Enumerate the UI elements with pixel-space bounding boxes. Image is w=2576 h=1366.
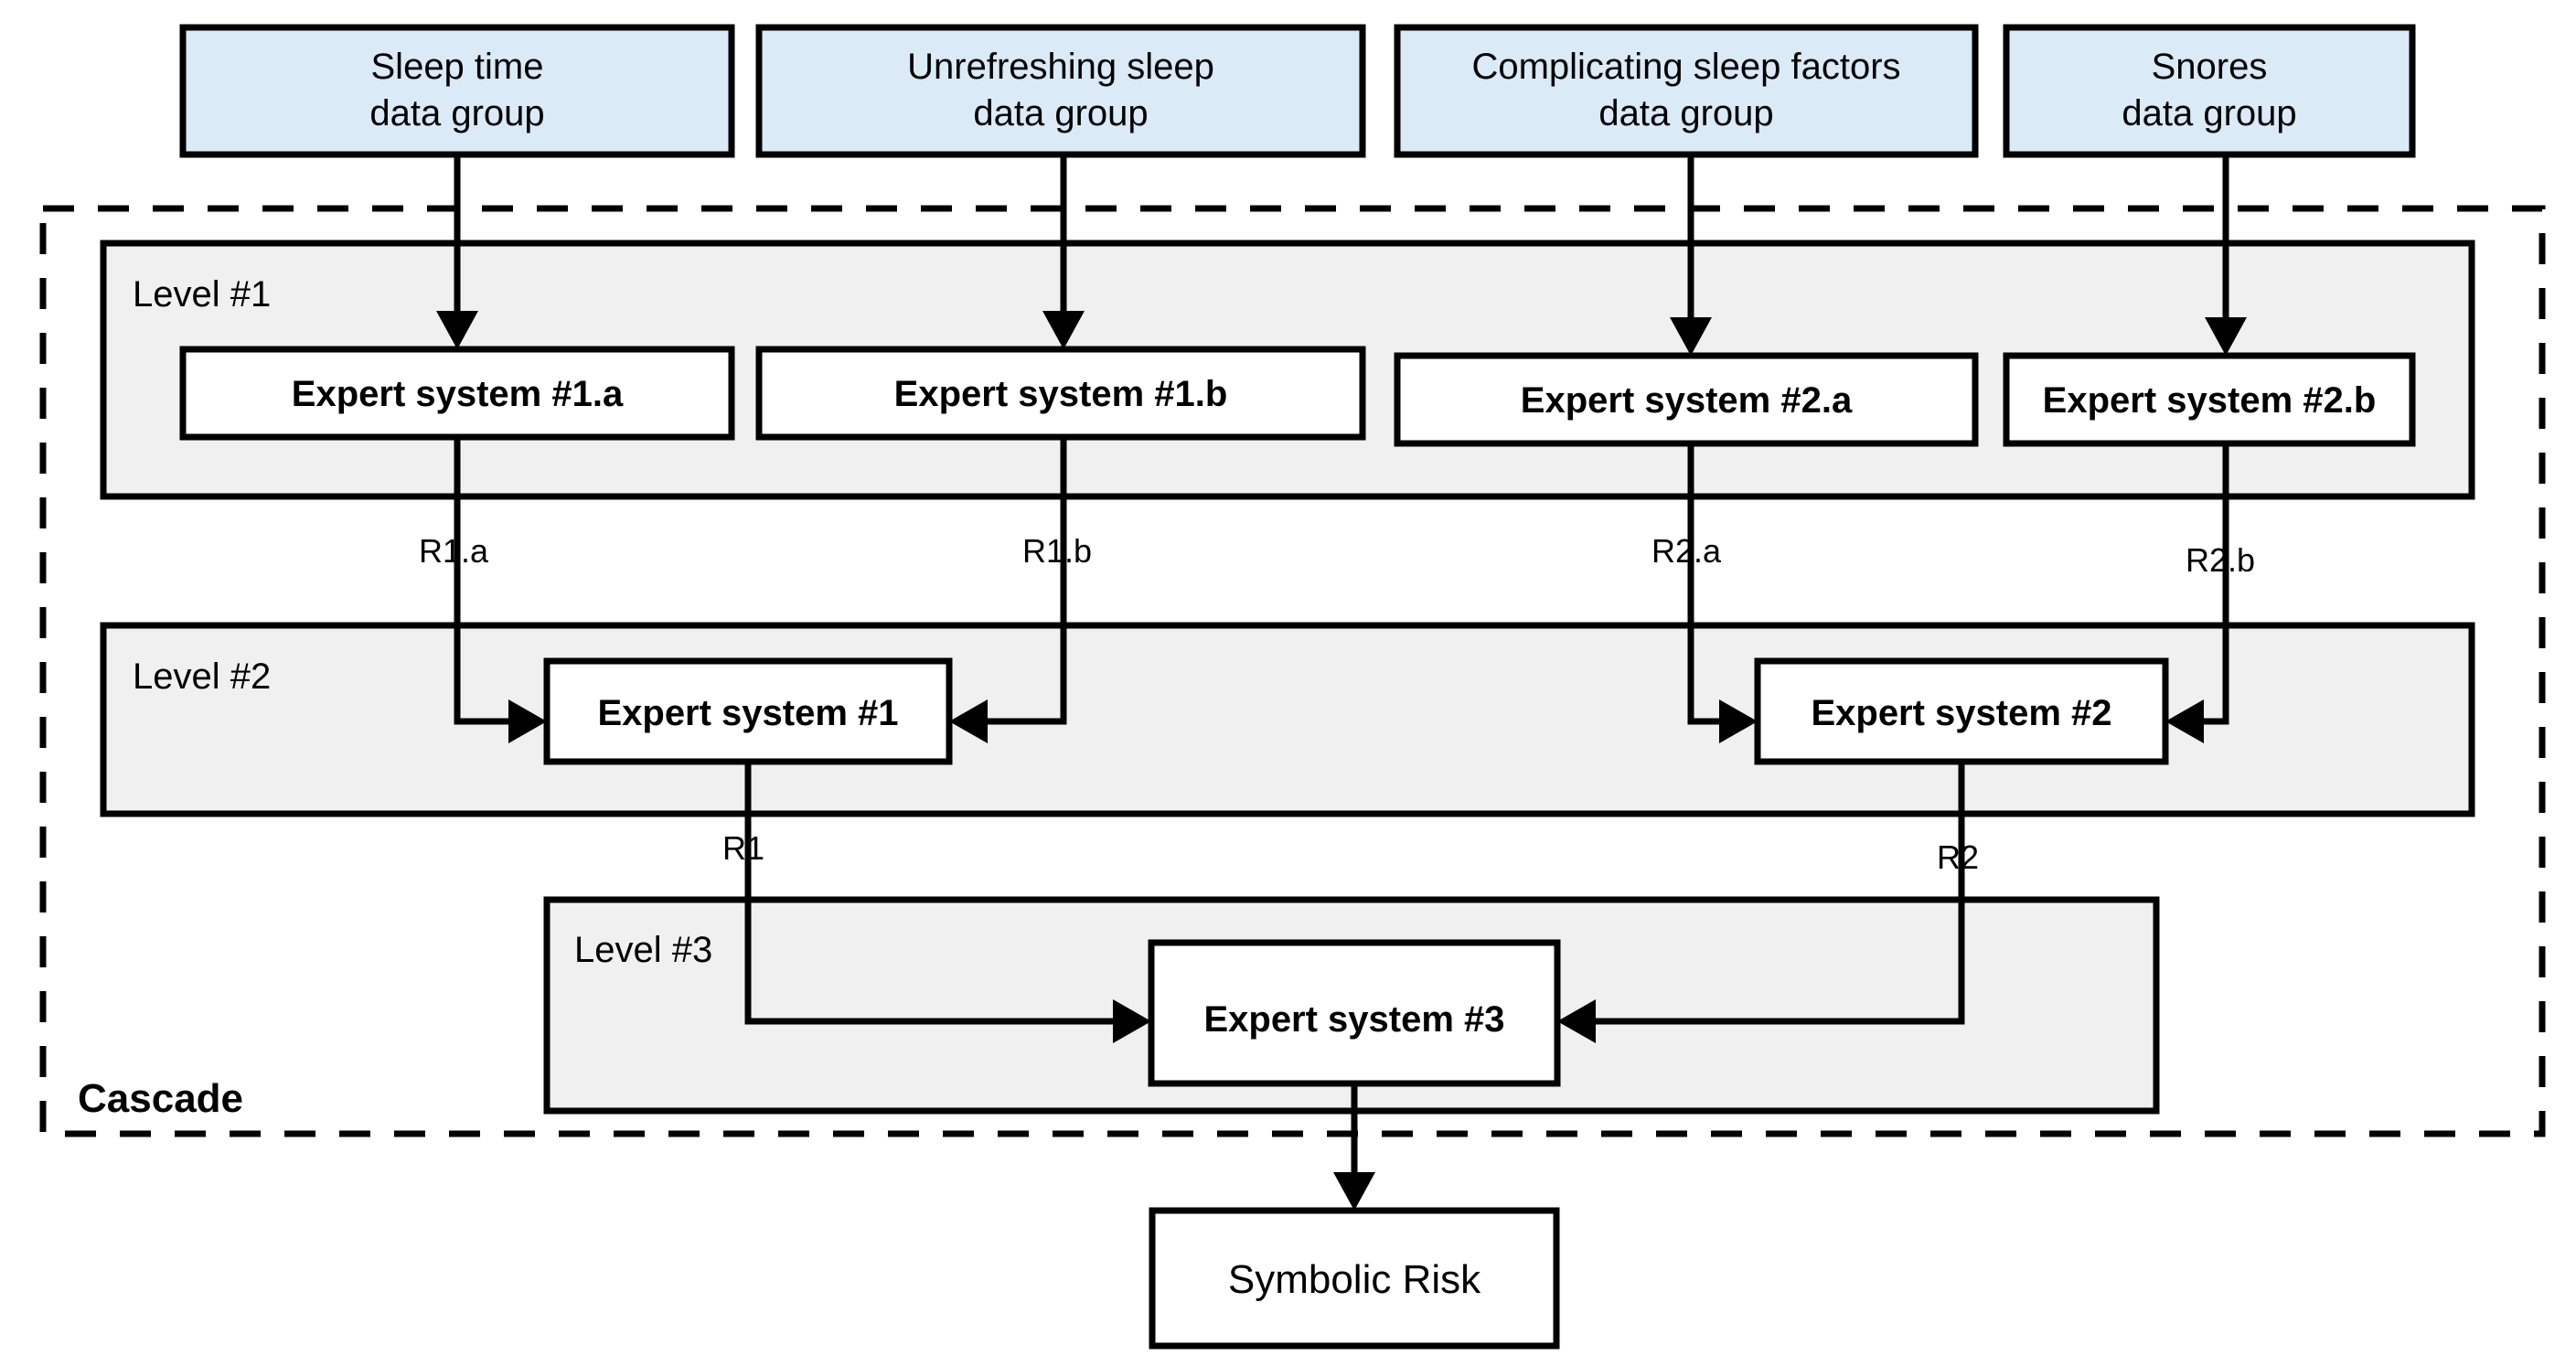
data-group-3-line2: data group — [1598, 93, 1773, 133]
edge-label-r1a: R1.a — [419, 532, 489, 570]
arrowhead-group2-to-es1b — [1042, 311, 1085, 349]
symbolic-risk-output[interactable]: Symbolic Risk — [1149, 1207, 1560, 1350]
expert-system-2a[interactable]: Expert system #2.a — [1394, 352, 1979, 447]
expert-system-3-rect — [1148, 939, 1561, 1087]
symbolic-risk-rect — [1149, 1207, 1560, 1350]
expert-system-2b-label: Expert system #2.b — [2043, 380, 2377, 421]
connector-es2a-to-es2 — [1687, 443, 1726, 725]
expert-system-1a[interactable]: Expert system #1.a — [179, 346, 735, 441]
data-group-3-line1: Complicating sleep factors — [1471, 47, 1900, 87]
arrowhead-es1a-to-es1 — [508, 699, 547, 743]
arrowhead-group4-to-es2b — [2205, 317, 2247, 356]
expert-system-1a-label: Expert system #1.a — [292, 374, 624, 414]
expert-system-3[interactable]: Expert system #3 — [1148, 939, 1561, 1087]
connector-es2b-to-es2 — [2197, 443, 2229, 725]
edge-label-r1: R1 — [722, 829, 764, 867]
data-group-rect-4 — [2003, 24, 2416, 158]
expert-system-3-label: Expert system #3 — [1203, 999, 1504, 1040]
edge-label-r2b: R2.b — [2186, 541, 2255, 579]
connector-es1-to-es3 — [744, 739, 1120, 1025]
arrowhead-es3-to-output — [1333, 1172, 1375, 1211]
expert-system-1a-rect — [179, 346, 735, 441]
data-group-box-1[interactable]: Sleep time data group — [179, 24, 735, 158]
expert-system-1b-rect — [755, 346, 1366, 441]
data-group-4-line1: Snores — [2152, 47, 2268, 87]
data-group-box-4[interactable]: Snores data group — [2003, 24, 2416, 158]
level-2-label: Level #2 — [133, 656, 271, 697]
expert-system-1b[interactable]: Expert system #1.b — [755, 346, 1366, 441]
data-group-2-line2: data group — [973, 93, 1148, 133]
arrowhead-es2b-to-es2 — [2165, 699, 2204, 743]
edge-label-r1b: R1.b — [1022, 532, 1092, 570]
expert-system-1b-label: Expert system #1.b — [894, 374, 1228, 414]
expert-system-1-rect — [543, 657, 953, 765]
expert-system-2b[interactable]: Expert system #2.b — [2003, 352, 2416, 447]
data-group-rect-3 — [1394, 24, 1979, 158]
data-group-box-2[interactable]: Unrefreshing sleep data group — [755, 24, 1366, 158]
data-group-1-line1: Sleep time — [371, 47, 544, 87]
edge-label-r2: R2 — [1937, 838, 1979, 876]
expert-system-2-label: Expert system #2 — [1811, 693, 2111, 733]
level-3-label: Level #3 — [574, 930, 712, 970]
connector-es2-to-es3 — [1588, 739, 1965, 1025]
expert-system-2b-rect — [2003, 352, 2416, 447]
data-group-rect-1 — [179, 24, 735, 158]
connector-es1a-to-es1 — [454, 437, 516, 725]
arrowhead-group3-to-es2a — [1670, 317, 1712, 356]
arrowhead-es1b-to-es1 — [949, 699, 988, 743]
data-group-1-line2: data group — [369, 93, 544, 133]
connector-es1b-to-es1 — [980, 437, 1067, 725]
expert-system-2a-label: Expert system #2.a — [1521, 380, 1853, 421]
expert-system-1-label: Expert system #1 — [597, 693, 898, 733]
expert-system-2a-rect — [1394, 352, 1979, 447]
cascade-container — [39, 205, 2546, 1137]
expert-system-2-rect — [1754, 657, 2169, 765]
arrowhead-group1-to-es1a — [436, 311, 478, 349]
data-group-2-line1: Unrefreshing sleep — [907, 47, 1214, 87]
cascade-label: Cascade — [78, 1076, 243, 1121]
arrowhead-es1-to-es3 — [1113, 999, 1151, 1043]
data-group-4-line2: data group — [2122, 93, 2296, 133]
expert-system-1[interactable]: Expert system #1 — [543, 657, 953, 765]
arrowhead-es2-to-es3 — [1557, 999, 1596, 1043]
symbolic-risk-label: Symbolic Risk — [1228, 1257, 1481, 1302]
data-group-rect-2 — [755, 24, 1366, 158]
data-group-box-3[interactable]: Complicating sleep factors data group — [1394, 24, 1979, 158]
arrowhead-es2a-to-es2 — [1719, 699, 1758, 743]
level-1-label: Level #1 — [133, 274, 271, 315]
edge-label-r2a: R2.a — [1651, 532, 1722, 570]
expert-system-2[interactable]: Expert system #2 — [1754, 657, 2169, 765]
